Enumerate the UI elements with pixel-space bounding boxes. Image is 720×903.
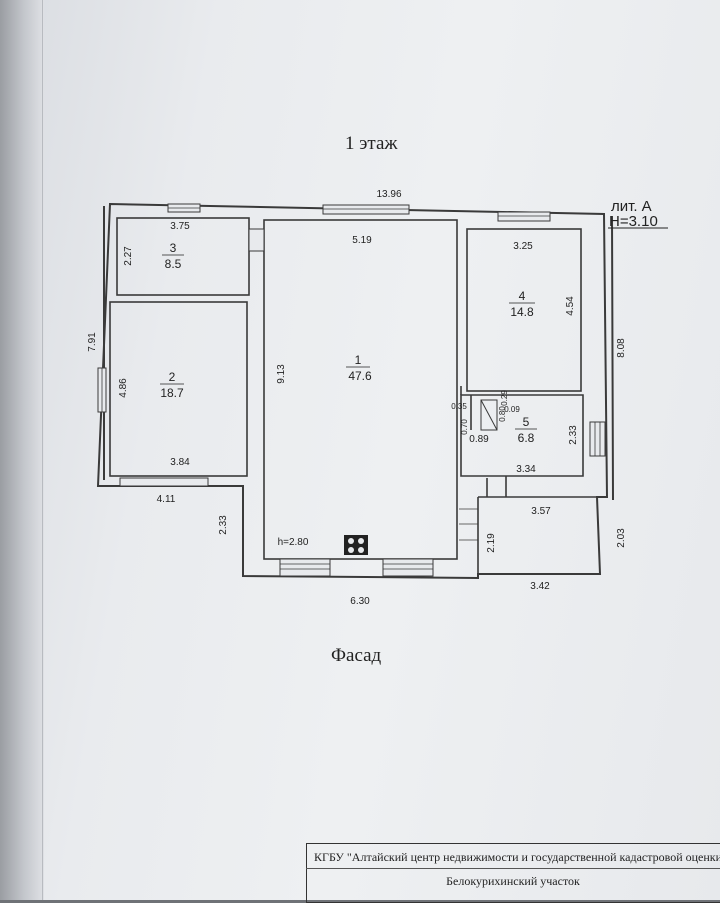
- floor-title: 1 этаж: [345, 133, 398, 154]
- stamp-divider: [306, 868, 720, 869]
- room-1-area: 47.6: [348, 369, 372, 383]
- window-mullions: [101, 207, 601, 570]
- interior-walls: [109, 217, 597, 574]
- dim-lower-left-height: 2.33: [218, 515, 229, 535]
- page-edge: [42, 0, 43, 900]
- dim-porch-height-left: 2.19: [486, 533, 497, 553]
- binding-shadow: [0, 0, 44, 900]
- room-5-area: 6.8: [518, 431, 535, 445]
- dim-lower-left-width: 4.11: [157, 494, 176, 505]
- building-label: лит. А: [611, 198, 652, 215]
- dimension-labels: 13.96 3.75 5.19 3.25 3.84 4.11 3.34 3.57…: [87, 189, 627, 607]
- room-2-area: 18.7: [160, 386, 184, 400]
- dim-room5-f: 0.89: [469, 434, 489, 445]
- room-3-area: 8.5: [165, 257, 182, 271]
- dim-inner-ceiling: h=2.80: [278, 537, 309, 548]
- facade-title: Фасад: [331, 645, 382, 666]
- dim-porch-bottom-width: 3.42: [530, 581, 550, 592]
- dim-room1-height: 9.13: [276, 364, 287, 384]
- room-5-number: 5: [523, 415, 530, 429]
- stamp-branch: Белокурихинский участок: [446, 874, 580, 888]
- dim-room4-height: 4.54: [565, 296, 576, 316]
- dim-room3-width: 3.75: [170, 221, 190, 232]
- dim-room5-c: 0.80: [498, 406, 507, 422]
- room-4-area: 14.8: [510, 305, 534, 319]
- room-3-number: 3: [170, 241, 177, 255]
- dim-room2-height: 4.86: [118, 378, 129, 398]
- dim-room2-width: 3.84: [170, 457, 190, 468]
- dim-total-width: 13.96: [376, 189, 401, 200]
- dim-room4-width: 3.25: [513, 241, 533, 252]
- dim-room5-d: 0.29: [500, 390, 509, 406]
- stove-icon: [344, 535, 368, 555]
- dim-room5-e: 0.09: [504, 405, 520, 414]
- bathroom-shaft: [480, 399, 498, 431]
- room-labels: 1 47.6 2 18.7 3 8.5 4 14.8 5 6.8: [160, 241, 537, 445]
- dim-room5-b: 0.70: [460, 419, 469, 435]
- stamp-organization: КГБУ "Алтайский центр недвижимости и гос…: [314, 850, 720, 864]
- dim-left-height: 7.91: [87, 332, 98, 352]
- dim-room3-height: 2.27: [123, 246, 134, 266]
- dim-room5-height: 2.33: [568, 425, 579, 445]
- height-label: Н=3.10: [609, 213, 658, 230]
- dim-room1-width: 5.19: [352, 235, 372, 246]
- dim-bottom-width: 6.30: [350, 596, 370, 607]
- dim-room5-width: 3.34: [516, 464, 536, 475]
- dim-right-height: 8.08: [616, 338, 627, 358]
- room-4-number: 4: [519, 289, 526, 303]
- room-2-number: 2: [169, 370, 176, 384]
- dim-room5-a: 0.35: [451, 402, 467, 411]
- dim-porch-height-right: 2.03: [616, 528, 627, 548]
- dim-porch-width: 3.57: [531, 506, 551, 517]
- room-1-number: 1: [355, 353, 362, 367]
